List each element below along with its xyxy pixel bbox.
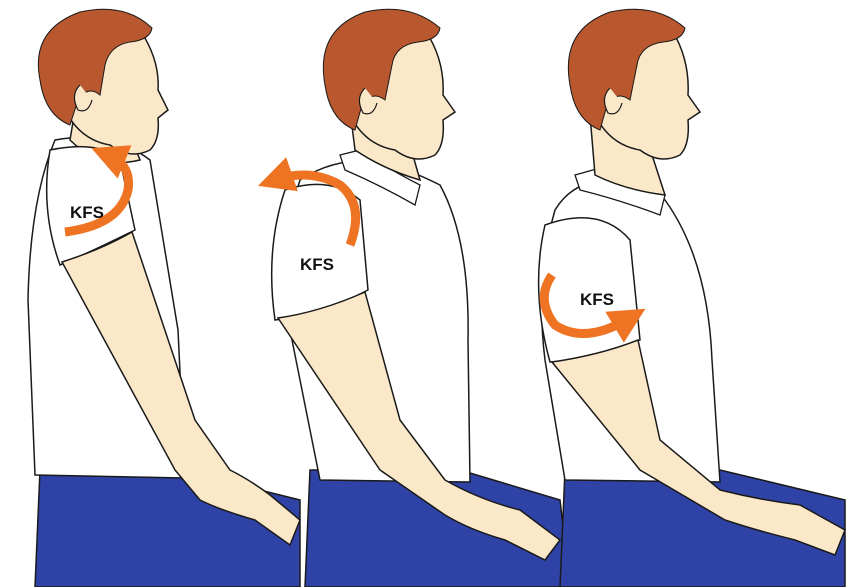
figure-3-upright: KFS — [539, 9, 845, 587]
figure-1-slumped: KFS — [28, 9, 300, 587]
figure-1-label: KFS — [70, 203, 104, 222]
figure-2-retracted: KFS — [272, 9, 570, 587]
figure-2-label: KFS — [300, 255, 334, 274]
figure-3-label: KFS — [580, 290, 614, 309]
